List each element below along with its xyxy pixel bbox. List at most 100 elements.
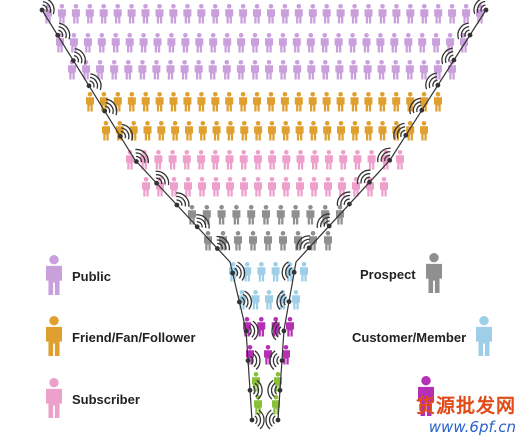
person-row xyxy=(188,205,344,225)
person-icon xyxy=(282,177,290,197)
person-icon xyxy=(127,92,136,112)
person-icon xyxy=(308,4,317,24)
signal-waves xyxy=(457,22,473,40)
person-icon xyxy=(154,150,163,170)
person-icon xyxy=(292,290,300,310)
person-row xyxy=(44,4,484,24)
person-icon xyxy=(268,177,276,197)
signal-waves xyxy=(271,320,287,341)
legend-item: Friend/Fan/Follower xyxy=(46,316,196,358)
person-icon xyxy=(448,4,457,24)
person-icon xyxy=(208,60,217,80)
person-icon xyxy=(307,60,316,80)
person-icon xyxy=(139,33,148,53)
person-icon xyxy=(296,150,305,170)
person-icon xyxy=(406,121,415,141)
person-icon xyxy=(334,33,343,53)
person-icon xyxy=(141,92,150,112)
person-icon xyxy=(268,150,277,170)
person-icon xyxy=(124,60,133,80)
person-icon xyxy=(434,4,443,24)
person-icon xyxy=(267,4,275,24)
signal-waves xyxy=(174,192,190,208)
person-icon xyxy=(364,4,373,24)
person-icon xyxy=(157,121,166,141)
person-row xyxy=(229,262,308,282)
person-icon xyxy=(197,92,206,112)
signal-waves xyxy=(230,261,246,281)
person-icon xyxy=(127,4,136,24)
person-icon xyxy=(188,205,196,225)
person-icon xyxy=(83,33,92,53)
person-icon xyxy=(239,4,248,24)
person-icon xyxy=(225,4,234,24)
person-icon xyxy=(202,205,211,225)
person-row xyxy=(126,150,404,170)
person-icon xyxy=(185,121,193,141)
person-icon xyxy=(71,4,80,24)
person-icon xyxy=(240,177,248,197)
legend-label: Subscriber xyxy=(72,391,140,407)
signal-waves xyxy=(39,0,55,15)
person-icon xyxy=(324,231,332,251)
legend-label: Public xyxy=(72,268,112,284)
legend-label: Friend/Fan/Follower xyxy=(72,329,196,345)
person-icon xyxy=(294,4,303,24)
person-icon xyxy=(265,60,273,80)
person-icon xyxy=(419,60,428,80)
person-icon xyxy=(292,33,301,53)
person-icon xyxy=(376,33,385,53)
person-icon xyxy=(129,121,138,141)
person-icon xyxy=(234,231,242,251)
person-icon xyxy=(85,4,94,24)
signal-waves xyxy=(118,123,134,141)
person-icon xyxy=(336,92,345,112)
person-icon xyxy=(348,33,357,53)
signal-waves xyxy=(102,98,118,116)
person-icon xyxy=(99,92,108,112)
person-icon xyxy=(249,231,257,251)
legend-item: Subscriber xyxy=(46,378,140,420)
signal-waves xyxy=(55,22,71,40)
person-icon xyxy=(153,33,162,53)
signal-waves xyxy=(134,148,149,164)
person-icon xyxy=(362,33,371,53)
person-icon xyxy=(197,150,206,170)
person-icon xyxy=(281,121,290,141)
person-icon xyxy=(113,4,122,24)
person-icon xyxy=(257,317,266,337)
person-icon xyxy=(251,60,259,80)
person-icon xyxy=(211,4,220,24)
person-icon xyxy=(253,4,261,24)
person-row xyxy=(252,372,282,392)
person-icon xyxy=(222,60,231,80)
person-icon xyxy=(336,4,345,24)
person-icon xyxy=(420,4,429,24)
person-icon xyxy=(138,60,147,80)
person-icon xyxy=(392,4,401,24)
person-icon xyxy=(396,150,404,170)
signal-waves xyxy=(316,213,332,229)
person-icon xyxy=(295,121,304,141)
person-icon xyxy=(182,150,191,170)
signal-waves xyxy=(247,379,263,400)
person-icon xyxy=(433,60,442,80)
signal-waves xyxy=(377,147,393,163)
signal-waves xyxy=(237,290,253,310)
signal-waves xyxy=(249,409,265,430)
person-icon xyxy=(195,33,204,53)
person-icon xyxy=(308,92,317,112)
person-icon xyxy=(378,92,387,112)
person-icon xyxy=(265,33,273,53)
person-icon xyxy=(110,60,119,80)
person-icon xyxy=(141,4,150,24)
person-icon xyxy=(350,121,359,141)
signal-waves xyxy=(296,235,312,251)
person-icon xyxy=(257,262,266,282)
person-icon xyxy=(434,92,442,112)
legend-item: Prospect xyxy=(360,253,442,295)
person-icon xyxy=(425,253,442,293)
person-icon xyxy=(97,33,106,53)
person-icon xyxy=(300,262,308,282)
